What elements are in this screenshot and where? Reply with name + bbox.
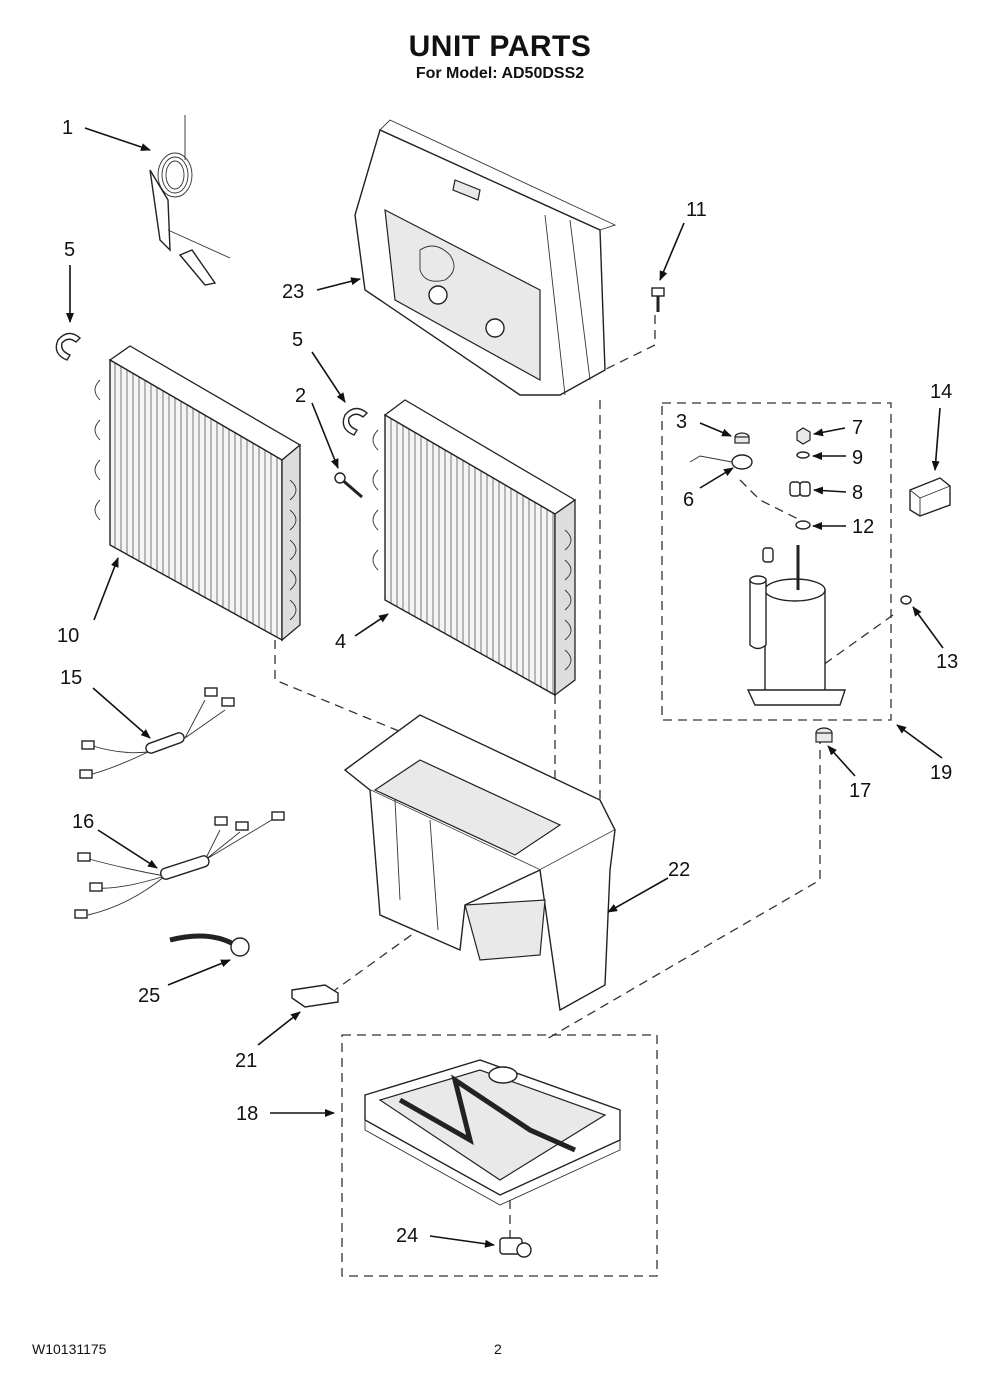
part-13-clip (900, 595, 912, 605)
callout-5-left: 5 (64, 239, 75, 261)
callout-17: 17 (849, 780, 871, 802)
part-3-grommet (734, 432, 750, 444)
callout-numbers: 1 2 3 4 5 5 6 7 8 9 10 11 12 13 14 15 16… (57, 117, 958, 1247)
callout-2: 2 (295, 385, 306, 407)
page-number: 2 (494, 1341, 502, 1357)
part-16-wire-harness (74, 811, 285, 919)
callout-6: 6 (683, 489, 694, 511)
part-12-washer (795, 520, 811, 530)
part-7-nut (796, 427, 811, 445)
callout-21: 21 (235, 1050, 257, 1072)
part-23-fan-shroud (354, 119, 617, 396)
callout-8: 8 (852, 482, 863, 504)
callout-24: 24 (396, 1225, 418, 1247)
callout-23: 23 (282, 281, 304, 303)
part-4-evaporator-coil (372, 399, 577, 697)
callout-5-center: 5 (292, 329, 303, 351)
callout-15: 15 (60, 667, 82, 689)
callout-18: 18 (236, 1103, 258, 1125)
part-2-screw (334, 472, 363, 499)
callout-11: 11 (686, 199, 707, 221)
callout-13: 13 (936, 651, 958, 673)
leader-arrows (66, 127, 944, 1248)
callout-1: 1 (62, 117, 73, 139)
callout-3: 3 (676, 411, 687, 433)
part-11-screw (651, 287, 665, 312)
part-10-condenser-coil (94, 345, 302, 642)
part-8-grommet (789, 481, 811, 497)
part-5-clip-center (342, 407, 369, 436)
callout-14: 14 (930, 381, 952, 403)
part-14-capacitor (909, 477, 951, 517)
callout-4: 4 (335, 631, 346, 653)
callout-19: 19 (930, 762, 952, 784)
part-21-switch (291, 984, 339, 1008)
part-22-chassis (343, 714, 616, 1012)
part-17-grommet (815, 727, 833, 743)
callout-9: 9 (852, 447, 863, 469)
part-15-wire-harness (79, 687, 235, 779)
part-24-caster (499, 1237, 532, 1258)
part-9-washer (796, 451, 810, 459)
part-18-base-pan (364, 1059, 621, 1206)
base-pan-group-box (341, 1034, 658, 1277)
callout-16: 16 (72, 811, 94, 833)
page-title: UNIT PARTS (408, 30, 592, 63)
document-number: W10131175 (32, 1341, 107, 1357)
part-1-capillary-coil (149, 115, 231, 286)
callout-22: 22 (668, 859, 690, 881)
callout-25: 25 (138, 985, 160, 1007)
compressor-group-box (661, 402, 892, 721)
part-25-sensor-plug (169, 933, 250, 957)
callout-10: 10 (57, 625, 79, 647)
callout-7: 7 (852, 417, 863, 439)
callout-12: 12 (852, 516, 874, 538)
model-subtitle: For Model: AD50DSS2 (415, 65, 585, 82)
part-5-clip-left (55, 332, 82, 361)
part-6-overload (689, 454, 753, 470)
part-19-compressor (746, 545, 846, 706)
